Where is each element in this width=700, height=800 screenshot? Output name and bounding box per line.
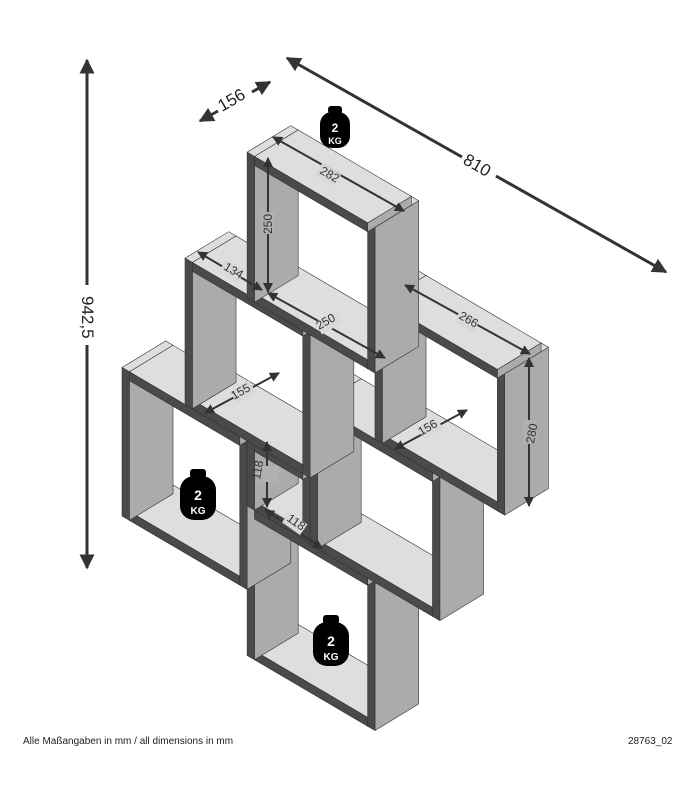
width-dimension-arrow-2	[495, 174, 668, 274]
dimension-labels: 942,5 156 810 282 250 134 250 266 280 15…	[78, 85, 540, 536]
top-box-height-label: 250	[261, 214, 275, 234]
weight-value: 2	[332, 121, 339, 135]
board-front-edge	[497, 368, 506, 516]
units-note: Alle Maßangaben in mm / all dimensions i…	[23, 736, 234, 747]
weight-unit: KG	[328, 136, 342, 146]
board-front-edge	[246, 151, 255, 303]
small-box-height-label: 118	[249, 459, 266, 481]
height-label: 942,5	[78, 296, 97, 339]
board-front-edge	[239, 436, 248, 590]
weight-value: 2	[327, 633, 335, 649]
board-side-face	[374, 200, 419, 374]
board-front-edge	[367, 576, 376, 732]
weight-unit: KG	[191, 506, 206, 517]
weight-value: 2	[194, 487, 202, 503]
board-front-edge	[432, 472, 441, 622]
right-box-height-label: 280	[523, 422, 540, 444]
depth-dimension-arrow-2	[251, 80, 272, 96]
width-label: 810	[460, 150, 494, 181]
width-dimension-arrow	[285, 56, 463, 159]
drawing-code: 28763_02	[628, 736, 673, 747]
board-front-edge	[302, 326, 311, 479]
weight-icon-top: 2 KG	[320, 106, 350, 148]
board-front-edge	[184, 257, 193, 410]
depth-dimension-arrow	[198, 107, 219, 123]
weight-icon-bottom: 2 KG	[313, 615, 349, 666]
weight-unit: KG	[324, 652, 339, 663]
depth-label: 156	[215, 85, 249, 116]
board-front-edge	[302, 470, 311, 544]
weight-icon-left: 2 KG	[180, 469, 216, 520]
board-front-edge	[121, 366, 130, 521]
